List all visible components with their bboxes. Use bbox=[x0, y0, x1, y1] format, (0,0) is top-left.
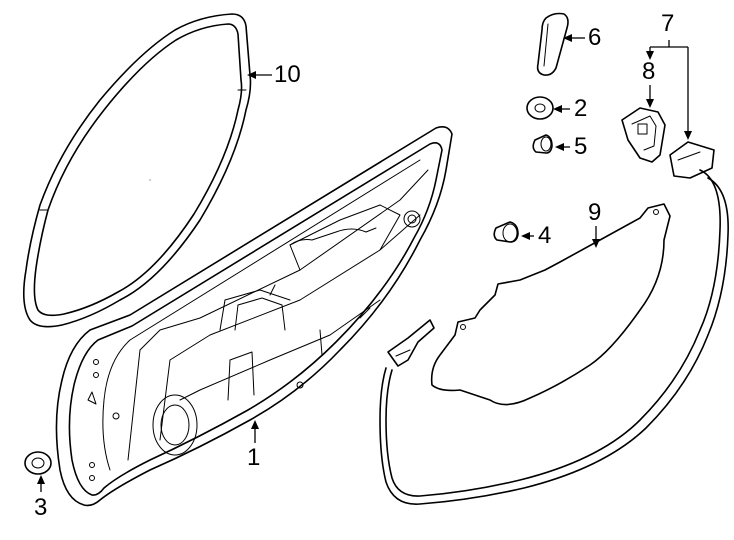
door-shell-part-1 bbox=[55, 126, 453, 507]
callout-9: 9 bbox=[588, 199, 602, 226]
callout-5: 5 bbox=[574, 133, 588, 160]
callout-4: 4 bbox=[538, 222, 552, 249]
trim-pad-part-6 bbox=[536, 12, 569, 76]
callout-1: 1 bbox=[247, 444, 261, 471]
bracket-part-8 bbox=[621, 107, 666, 163]
plug-part-3 bbox=[24, 451, 52, 475]
bumper-part-4 bbox=[493, 221, 519, 243]
callout-2: 2 bbox=[574, 95, 588, 122]
callout-8: 8 bbox=[642, 58, 656, 85]
door-seal-part-7 bbox=[379, 141, 729, 505]
callout-leaders bbox=[37, 34, 692, 492]
grommet-part-2 bbox=[526, 96, 554, 120]
callout-3: 3 bbox=[34, 494, 48, 521]
bumper-part-5 bbox=[532, 134, 553, 154]
callout-6: 6 bbox=[588, 24, 602, 51]
callout-7: 7 bbox=[661, 10, 675, 37]
callout-10: 10 bbox=[274, 61, 301, 88]
water-shield-part-9 bbox=[430, 203, 671, 406]
window-weatherstrip-part-10 bbox=[22, 13, 252, 328]
